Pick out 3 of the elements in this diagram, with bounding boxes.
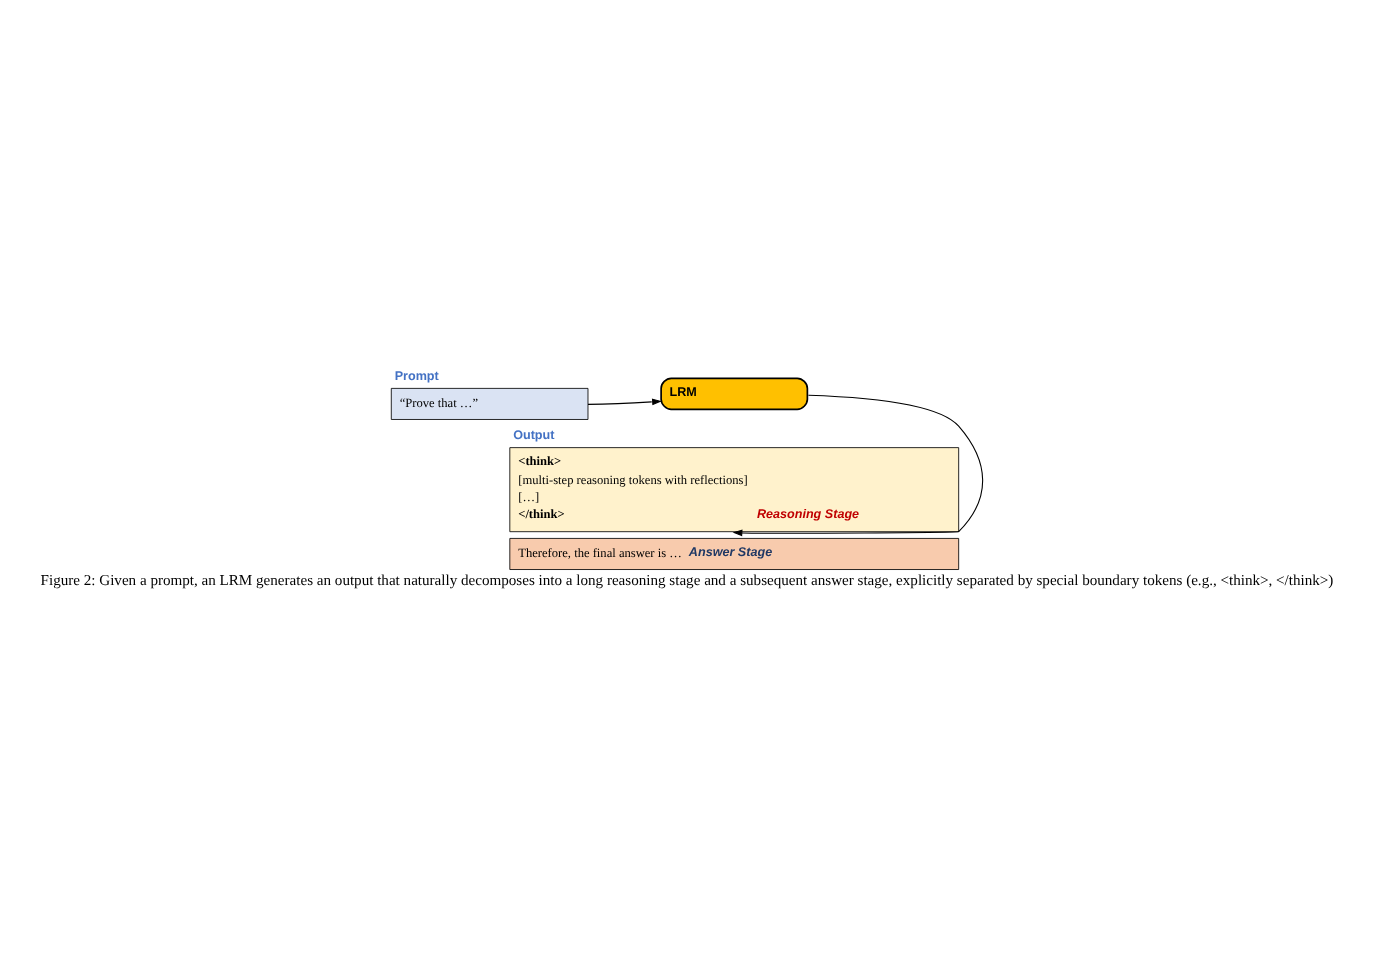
- arrow: [587, 398, 662, 406]
- caption: Figure 2: Given a prompt, an LRM generates an output that naturally decomposes into a long reasoning stage and a subsequent answer stage, explicitly separated by special boundary tokens (e.g., <think>, </think>): [40, 570, 1334, 589]
- arrow: [732, 394, 984, 537]
